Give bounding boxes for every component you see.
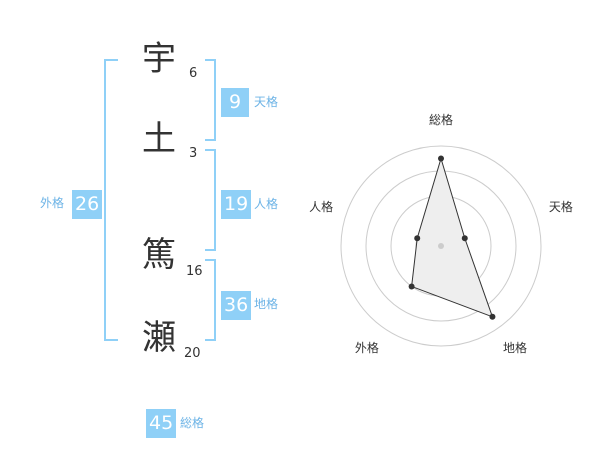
tenkaku-value: 9 xyxy=(221,88,249,117)
stroke-count-4: 20 xyxy=(184,346,201,361)
radar-point-5 xyxy=(414,235,421,242)
gaikaku-bracket xyxy=(104,59,118,341)
gaikaku-value: 26 xyxy=(72,190,103,219)
jinkaku-bracket xyxy=(205,149,216,251)
radar-grid-ring xyxy=(340,145,542,347)
name-char-4: 瀬 xyxy=(142,318,176,358)
name-char-2: 土 xyxy=(142,119,176,159)
tenkaku-bracket xyxy=(205,59,216,141)
radar-axis-label-4: 外格 xyxy=(355,340,379,355)
soukaku-value: 45 xyxy=(146,409,177,438)
tenkaku-label: 天格 xyxy=(254,95,279,109)
radar-point-2 xyxy=(461,235,468,242)
gaikaku-label: 外格 xyxy=(40,196,65,210)
stroke-count-3: 16 xyxy=(186,264,203,279)
radar-point-3 xyxy=(489,313,496,320)
chikaku-label: 地格 xyxy=(254,297,279,311)
radar-point-4 xyxy=(408,283,415,290)
radar-center-dot xyxy=(438,243,444,249)
radar-series-area xyxy=(411,156,494,318)
name-char-3: 篤 xyxy=(142,235,176,275)
soukaku-label: 総格 xyxy=(180,416,205,430)
name-char-1: 宇 xyxy=(142,39,176,79)
stroke-count-2: 3 xyxy=(189,146,198,161)
radar-axis-label-2: 天格 xyxy=(549,199,573,214)
chikaku-value: 36 xyxy=(221,291,252,320)
radar-point-1 xyxy=(438,155,444,162)
radar-axis-label-1: 総格 xyxy=(429,112,453,127)
jinkaku-label: 人格 xyxy=(254,197,279,211)
radar-axis-label-5: 人格 xyxy=(309,199,333,214)
jinkaku-value: 19 xyxy=(221,190,252,219)
chikaku-bracket xyxy=(205,259,216,341)
stroke-count-1: 6 xyxy=(189,66,198,81)
radar-axis-label-3: 地格 xyxy=(503,340,527,355)
